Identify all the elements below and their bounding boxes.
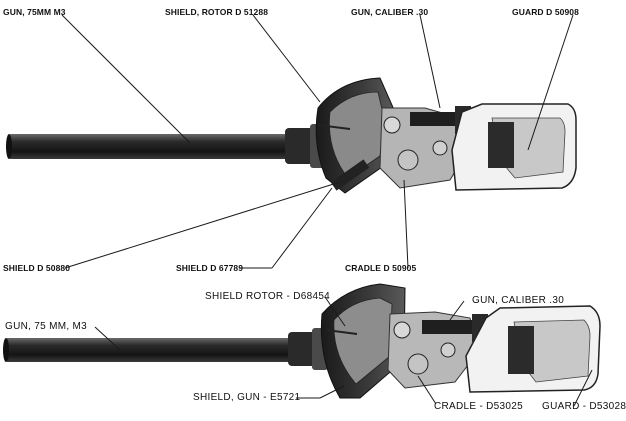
label-cradle-d53025: CRADLE - D53025 [434, 401, 523, 412]
label-gun-caliber-30-upper: GUN, CALIBER .30 [351, 7, 429, 17]
leader-lines [61, 14, 593, 407]
label-gun-75mm-m3-lower: GUN, 75 MM, M3 [5, 321, 87, 332]
upper-assembly [6, 77, 577, 194]
label-gun-75mm-m3: GUN, 75MM M3 [3, 7, 66, 17]
upper-barrel [6, 124, 330, 168]
lower-guard [465, 305, 601, 393]
lower-assembly [3, 283, 601, 399]
label-shield-d67789: SHIELD D 67789 [176, 263, 244, 273]
label-guard-d53028: GUARD - D53028 [542, 401, 626, 412]
lower-shield [320, 283, 406, 399]
upper-guard [451, 103, 577, 191]
label-shield-gun-e5721: SHIELD, GUN - E5721 [193, 392, 301, 403]
label-gun-caliber-30-lower: GUN, CALIBER .30 [472, 295, 565, 306]
label-guard-d50908: GUARD D 50908 [512, 7, 579, 17]
label-shield-rotor-d68454: SHIELD ROTOR - D68454 [205, 291, 331, 302]
label-shield-d50880: SHIELD D 50880 [3, 263, 71, 273]
upper-cradle [379, 106, 472, 189]
label-cradle-d50905: CRADLE D 50905 [345, 263, 417, 273]
label-shield-rotor-d51288: SHIELD, ROTOR D 51288 [165, 7, 269, 17]
lower-barrel [3, 328, 328, 370]
upper-shield [315, 77, 396, 194]
